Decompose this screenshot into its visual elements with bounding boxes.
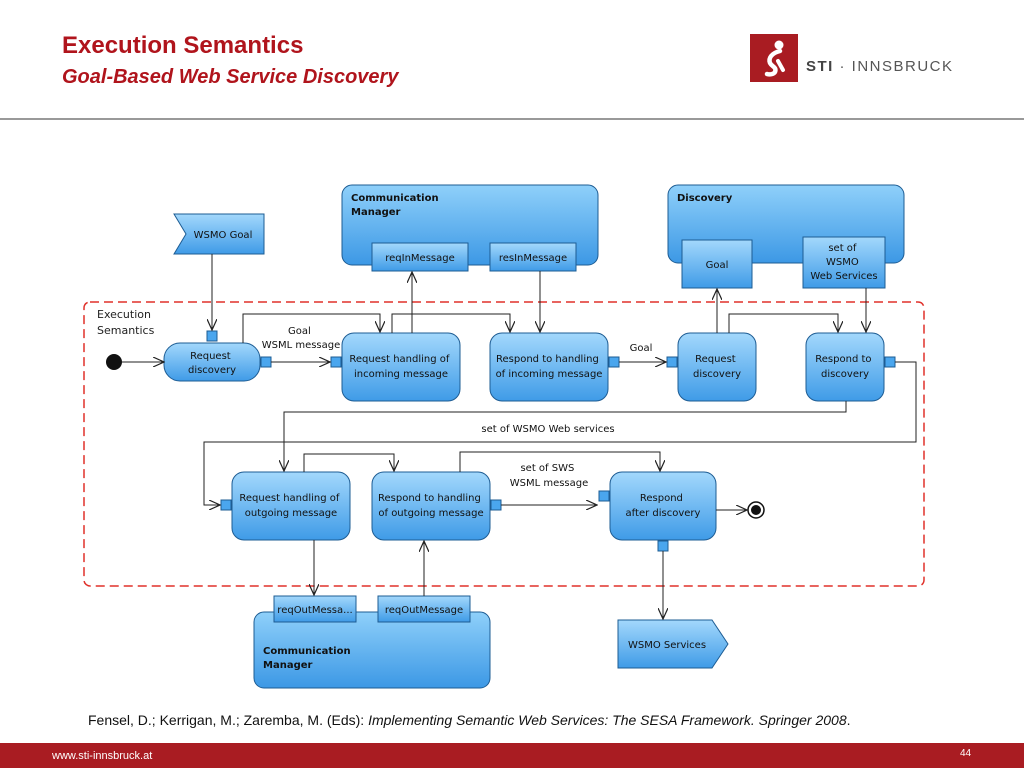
execution-semantics-region xyxy=(83,301,925,587)
action-request-handling-outgoing-label: Request handling of outgoing message xyxy=(239,493,342,519)
edge-label-set-of-wsmo-web-services: set of WSMO Web services xyxy=(481,424,614,435)
pin-req-out-messa xyxy=(273,595,357,623)
action-respond-handling-incoming-label: Respond to handling of incoming message xyxy=(496,354,603,380)
action-request-discovery-2 xyxy=(677,332,757,402)
edge-label-goal: Goal xyxy=(630,343,653,354)
sti-logo-text: STI · INNSBRUCK xyxy=(806,58,954,75)
wsmo-services-signal xyxy=(617,619,729,669)
wsmo-goal-label: WSMO Goal xyxy=(194,230,253,241)
action-respond-after-discovery xyxy=(609,471,717,541)
footer-url[interactable]: www.sti-innsbruck.at xyxy=(52,750,153,762)
wsmo-services-label: WSMO Services xyxy=(628,640,706,651)
action-request-discovery-2-label: Request discovery xyxy=(693,354,741,380)
edge-label-set-of-sws-wsml-message: set of SWS WSML message xyxy=(510,463,589,489)
pin-req-out-message-label: reqOutMessage xyxy=(385,605,463,616)
action-pins xyxy=(206,330,896,552)
sti-logo-mark xyxy=(750,34,798,82)
communication-manager-bottom xyxy=(253,611,491,689)
action-respond-after-discovery-label: Respond after discovery xyxy=(626,493,701,519)
header-divider xyxy=(0,118,1024,120)
pin-req-in-message xyxy=(371,242,469,272)
slide-title: Execution Semantics xyxy=(62,32,304,59)
initial-node xyxy=(106,354,122,370)
pin-set-of-wsmo-web-services-label: set of WSMO Web Services xyxy=(810,243,877,282)
wsmo-goal-signal xyxy=(173,213,265,255)
action-respond-handling-incoming xyxy=(489,332,609,402)
action-respond-handling-outgoing xyxy=(371,471,491,541)
pin-req-out-message xyxy=(377,595,471,623)
action-request-handling-outgoing xyxy=(231,471,351,541)
action-request-handling-incoming xyxy=(341,332,461,402)
pin-goal-label: Goal xyxy=(706,260,729,271)
pin-req-in-message-label: reqInMessage xyxy=(385,253,455,264)
action-respond-handling-outgoing-label: Respond to handling of outgoing message xyxy=(378,493,484,519)
pin-res-in-message-label: resInMessage xyxy=(499,253,567,264)
discovery-container-label: Discovery xyxy=(677,193,733,204)
edge-label-goal-wsml-message: Goal WSML message xyxy=(262,326,341,351)
action-respond-to-discovery xyxy=(805,332,885,402)
final-node-inner xyxy=(751,505,761,515)
pin-set-of-wsmo-web-services xyxy=(802,236,886,289)
action-respond-to-discovery-label: Respond to discovery xyxy=(815,354,874,380)
pin-res-in-message xyxy=(489,242,577,272)
diagram-edges xyxy=(122,254,917,619)
footer-bar: www.sti-innsbruck.at 44 xyxy=(0,743,1024,768)
action-request-handling-incoming-label: Request handling of incoming message xyxy=(349,354,452,380)
sti-figure-icon xyxy=(764,40,785,77)
communication-manager-bottom-label: Communication Manager xyxy=(263,646,354,671)
execution-semantics-label: Execution Semantics xyxy=(97,308,155,337)
page-number: 44 xyxy=(960,748,972,759)
action-request-discovery-1-label: Request discovery xyxy=(188,351,236,376)
communication-manager-top-label: Communication Manager xyxy=(351,193,442,218)
citation: Fensel, D.; Kerrigan, M.; Zaremba, M. (E… xyxy=(88,712,851,728)
pin-req-out-messa-label: reqOutMessa... xyxy=(277,605,352,616)
slide-subtitle: Goal-Based Web Service Discovery xyxy=(62,66,399,88)
